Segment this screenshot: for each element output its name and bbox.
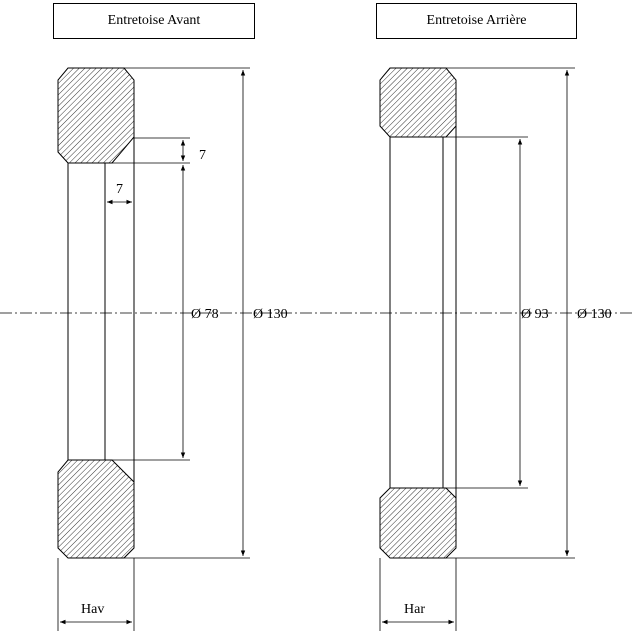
front-inner-diameter-label: Ø 78 <box>191 307 219 322</box>
title-entretoise-arriere: Entretoise Arrière <box>376 3 577 39</box>
rear-bottom-section <box>379 487 457 559</box>
title-entretoise-avant-text: Entretoise Avant <box>107 13 201 28</box>
rear-width-label: Har <box>404 602 425 617</box>
front-chamfer-height-label: 7 <box>199 148 206 163</box>
rear-inner-diameter-label: Ø 93 <box>521 307 549 322</box>
front-top-section <box>57 67 135 164</box>
front-outer-diameter-label: Ø 130 <box>253 307 288 322</box>
front-chamfer-width-label: 7 <box>116 182 123 197</box>
title-entretoise-arriere-text: Entretoise Arrière <box>426 13 527 28</box>
rear-outer-diameter-label: Ø 130 <box>577 307 612 322</box>
front-bottom-section <box>57 459 135 559</box>
spacer-rear: Ø 130 Ø 93 Har <box>379 67 612 631</box>
front-width-label: Hav <box>81 602 104 617</box>
title-entretoise-avant: Entretoise Avant <box>53 3 255 39</box>
spacer-front: Ø 130 Ø 78 7 7 Hav <box>57 67 288 631</box>
rear-top-section <box>379 67 457 138</box>
